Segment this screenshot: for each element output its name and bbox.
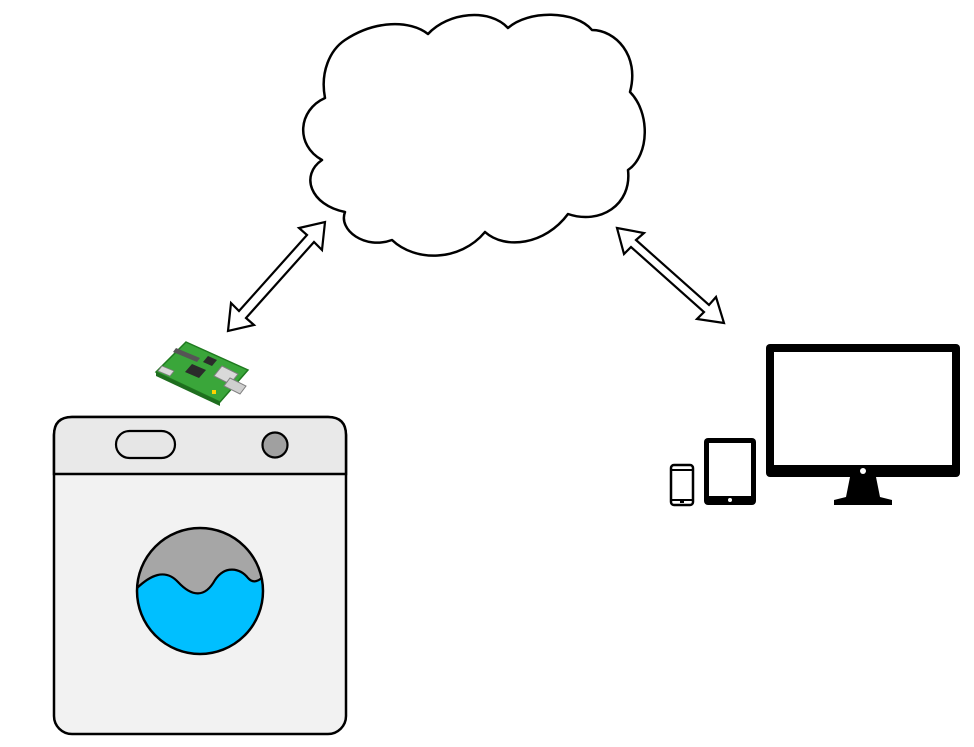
drum-water-line	[137, 568, 263, 595]
double-arrow-left-shape	[226, 220, 327, 333]
circuit-board-icon	[154, 341, 250, 406]
cloud-icon	[302, 13, 646, 257]
board-header-pins	[173, 348, 200, 362]
monitor-icon	[766, 344, 960, 505]
tablet-icon	[704, 438, 756, 505]
double-arrow-right	[615, 226, 726, 325]
washing-machine-icon	[52, 415, 348, 736]
board-chip	[185, 364, 206, 378]
board-chip-small	[203, 356, 217, 366]
drum-water	[137, 569, 263, 654]
board-ethernet-port	[223, 377, 247, 395]
monitor-power-led	[860, 468, 866, 474]
monitor-screen	[774, 352, 952, 465]
board-edge	[156, 372, 220, 406]
double-arrow-right-shape	[615, 226, 726, 325]
tablet-screen	[709, 443, 751, 496]
double-arrow-left	[226, 220, 327, 333]
cloud-shape	[302, 13, 646, 257]
phone-icon	[669, 463, 695, 507]
board-connector	[157, 365, 175, 377]
tablet-button	[728, 498, 732, 502]
machine-display	[114, 429, 177, 460]
monitor-stand	[834, 477, 892, 505]
devices-icon	[669, 344, 960, 507]
machine-door-ring	[135, 526, 265, 656]
phone-button	[680, 501, 684, 503]
machine-knob	[261, 431, 289, 459]
machine-control-panel	[52, 415, 348, 476]
machine-drum	[137, 528, 263, 654]
board-led	[212, 390, 216, 394]
phone-body	[669, 463, 695, 507]
